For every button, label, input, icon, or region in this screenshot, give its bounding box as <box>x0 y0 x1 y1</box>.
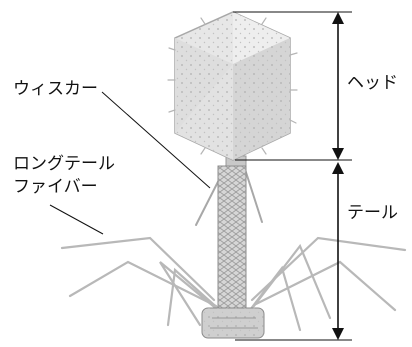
tail-sheath <box>218 166 246 308</box>
head-dimension-arrow <box>332 12 344 160</box>
whisker-label: ウィスカー <box>13 80 98 100</box>
tail-dimension-arrow <box>332 162 344 340</box>
long-tail-fiber-label-line2: ファイバー <box>13 178 98 198</box>
baseplate <box>202 308 264 338</box>
long-tail-fiber-leader-line <box>50 205 103 234</box>
tail-label: テール <box>347 204 398 224</box>
head-capsid <box>168 12 297 160</box>
long-tail-fiber-label-line1: ロングテール <box>13 155 115 175</box>
head-label: ヘッド <box>347 74 398 94</box>
